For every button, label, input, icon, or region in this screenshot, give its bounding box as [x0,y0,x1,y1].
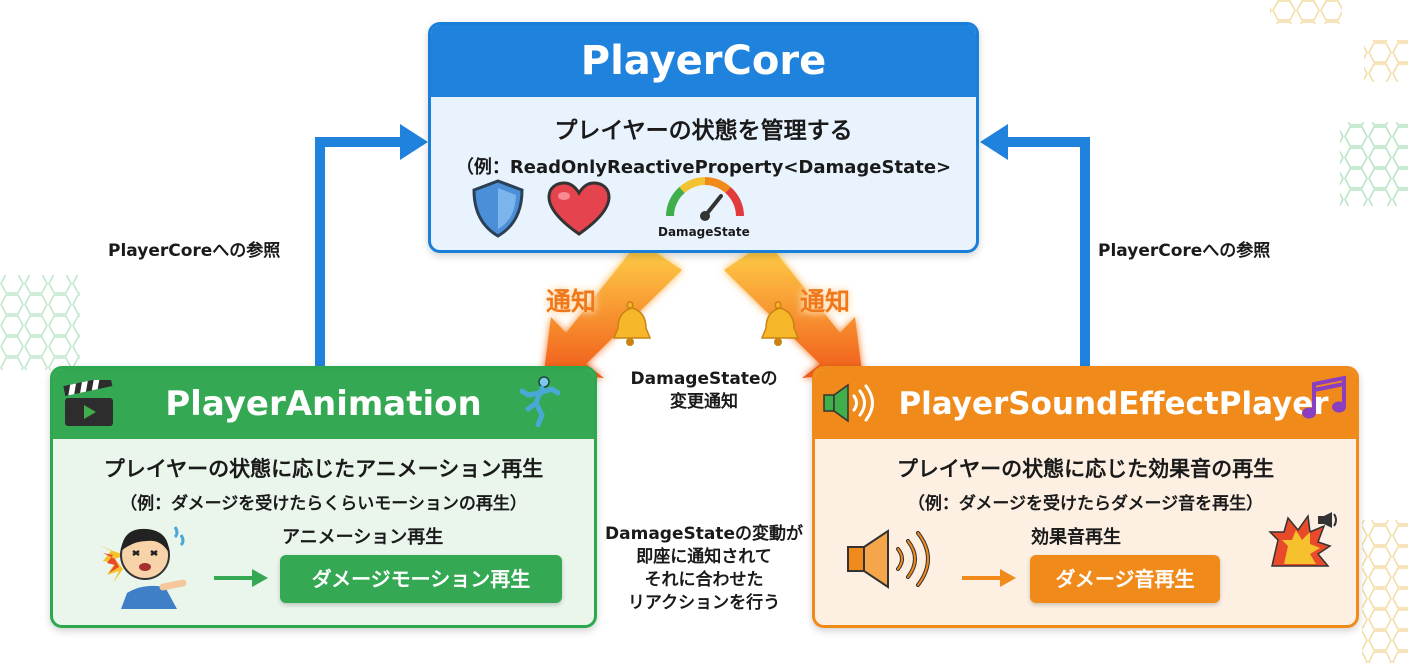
speaker-header-icon [823,383,874,423]
player-core-title: PlayerCore [431,25,976,97]
hex-decoration-left [0,275,80,370]
heart-icon [547,181,611,236]
notify-arrow-left [544,240,682,378]
notify-arrow-right [724,240,862,378]
running-figure-icon [520,376,560,427]
hex-decoration-top-right [1270,0,1408,82]
damage-sound-button[interactable]: ダメージ音再生 [1030,555,1220,603]
sound-play-label: 効果音再生 [1031,527,1121,548]
hex-decoration-bottom-right [1362,520,1408,663]
bell-icon-right [760,301,800,346]
right-reference-arrow [980,124,1090,366]
gauge-label: DamageState [658,225,750,239]
change-notice-text: DamageStateの 変更通知 [630,369,778,412]
arrow-right-icon-orange [962,569,1016,587]
notify-label-left: 通知 [546,287,597,316]
left-reference-label: PlayerCoreへの参照 [108,241,281,261]
arrow-right-icon-green [214,569,268,587]
gauge-icon [666,177,744,221]
player-core-example: （例：ReadOnlyReactiveProperty<DamageState> [455,157,952,178]
player-animation-example: （例：ダメージを受けたらくらいモーションの再生） [120,494,527,514]
left-reference-arrow [315,124,428,366]
right-reference-label: PlayerCoreへの参照 [1098,241,1271,261]
explosion-icon [1268,512,1337,567]
hex-decoration-right [1340,122,1408,206]
player-animation-title: PlayerAnimation [53,369,594,439]
music-notes-icon [1302,376,1346,419]
speaker-icon [847,529,930,589]
shield-icon [472,179,524,238]
player-sound-title-text: PlayerSoundEffectPlayer [898,386,1329,422]
animation-play-label: アニメーション再生 [282,527,444,548]
clapperboard-icon [63,380,113,426]
damage-motion-button[interactable]: ダメージモーション再生 [280,555,562,603]
notify-label-right: 通知 [800,287,851,316]
bell-icon-left [612,301,652,346]
player-sound-description: プレイヤーの状態に応じた効果音の再生 [896,457,1275,481]
player-animation-description: プレイヤーの状態に応じたアニメーション再生 [103,457,544,481]
player-animation-box: PlayerAnimation プレイヤーの状態に応じたアニメーション再生 （例… [50,366,597,628]
player-core-description: プレイヤーの状態を管理する [554,118,853,144]
player-sound-example: （例：ダメージを受けたらダメージ音を再生） [907,494,1264,514]
player-sound-title: PlayerSoundEffectPlayer [815,369,1356,439]
hurt-character-icon [99,526,187,609]
reaction-note-text: DamageStateの変動が 即座に通知されて それに合わせた リアクションを… [605,524,803,613]
